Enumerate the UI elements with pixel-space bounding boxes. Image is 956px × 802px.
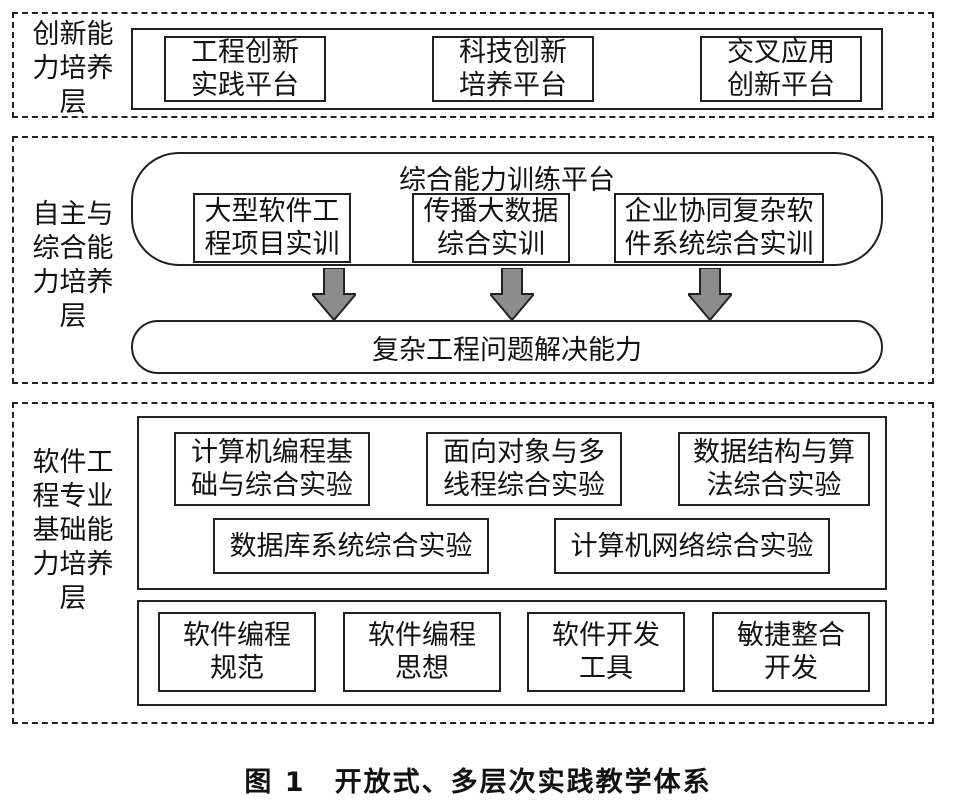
oop-multithread-experiment: 面向对象与多线程综合实验 <box>426 432 622 506</box>
large-software-project-training: 大型软件工程项目实训 <box>193 193 351 263</box>
programming-thinking: 软件编程思想 <box>343 612 501 692</box>
complex-problem-ability: 复杂工程问题解决能力 <box>131 320 883 374</box>
innovation-layer <box>12 12 934 118</box>
professional-layer-label: 软件工 程专业 基础能 力培养 层 <box>32 447 114 614</box>
agile-development: 敏捷整合开发 <box>712 612 870 692</box>
figure-caption: 图 1 开放式、多层次实践教学体系 <box>244 767 712 798</box>
enterprise-collab-training: 企业协同复杂软件系统综合实训 <box>614 193 824 263</box>
dev-tools: 软件开发工具 <box>527 612 685 692</box>
programming-basics-experiment: 计算机编程基础与综合实验 <box>174 432 370 506</box>
network-experiment: 计算机网络综合实验 <box>554 518 830 574</box>
database-experiment: 数据库系统综合实验 <box>213 518 489 574</box>
cross-application-platform: 交叉应用创新平台 <box>700 36 862 102</box>
engineering-innovation-platform: 工程创新实践平台 <box>164 36 326 102</box>
coding-standards: 软件编程规范 <box>158 612 316 692</box>
training-platform-title: 综合能力训练平台 <box>399 165 615 196</box>
down-arrow-icon <box>688 268 732 320</box>
down-arrow-icon <box>490 268 534 320</box>
big-data-training: 传播大数据综合实训 <box>412 193 570 263</box>
autonomous-layer-label: 自主与 综合能 力培养 层 <box>32 199 114 332</box>
data-structures-experiment: 数据结构与算法综合实验 <box>678 432 870 506</box>
professional-layer <box>12 402 934 724</box>
down-arrow-icon <box>312 268 356 320</box>
autonomous-layer <box>12 136 934 384</box>
tech-innovation-platform: 科技创新培养平台 <box>432 36 594 102</box>
innovation-layer-label: 创新能 力培养 层 <box>32 19 114 118</box>
